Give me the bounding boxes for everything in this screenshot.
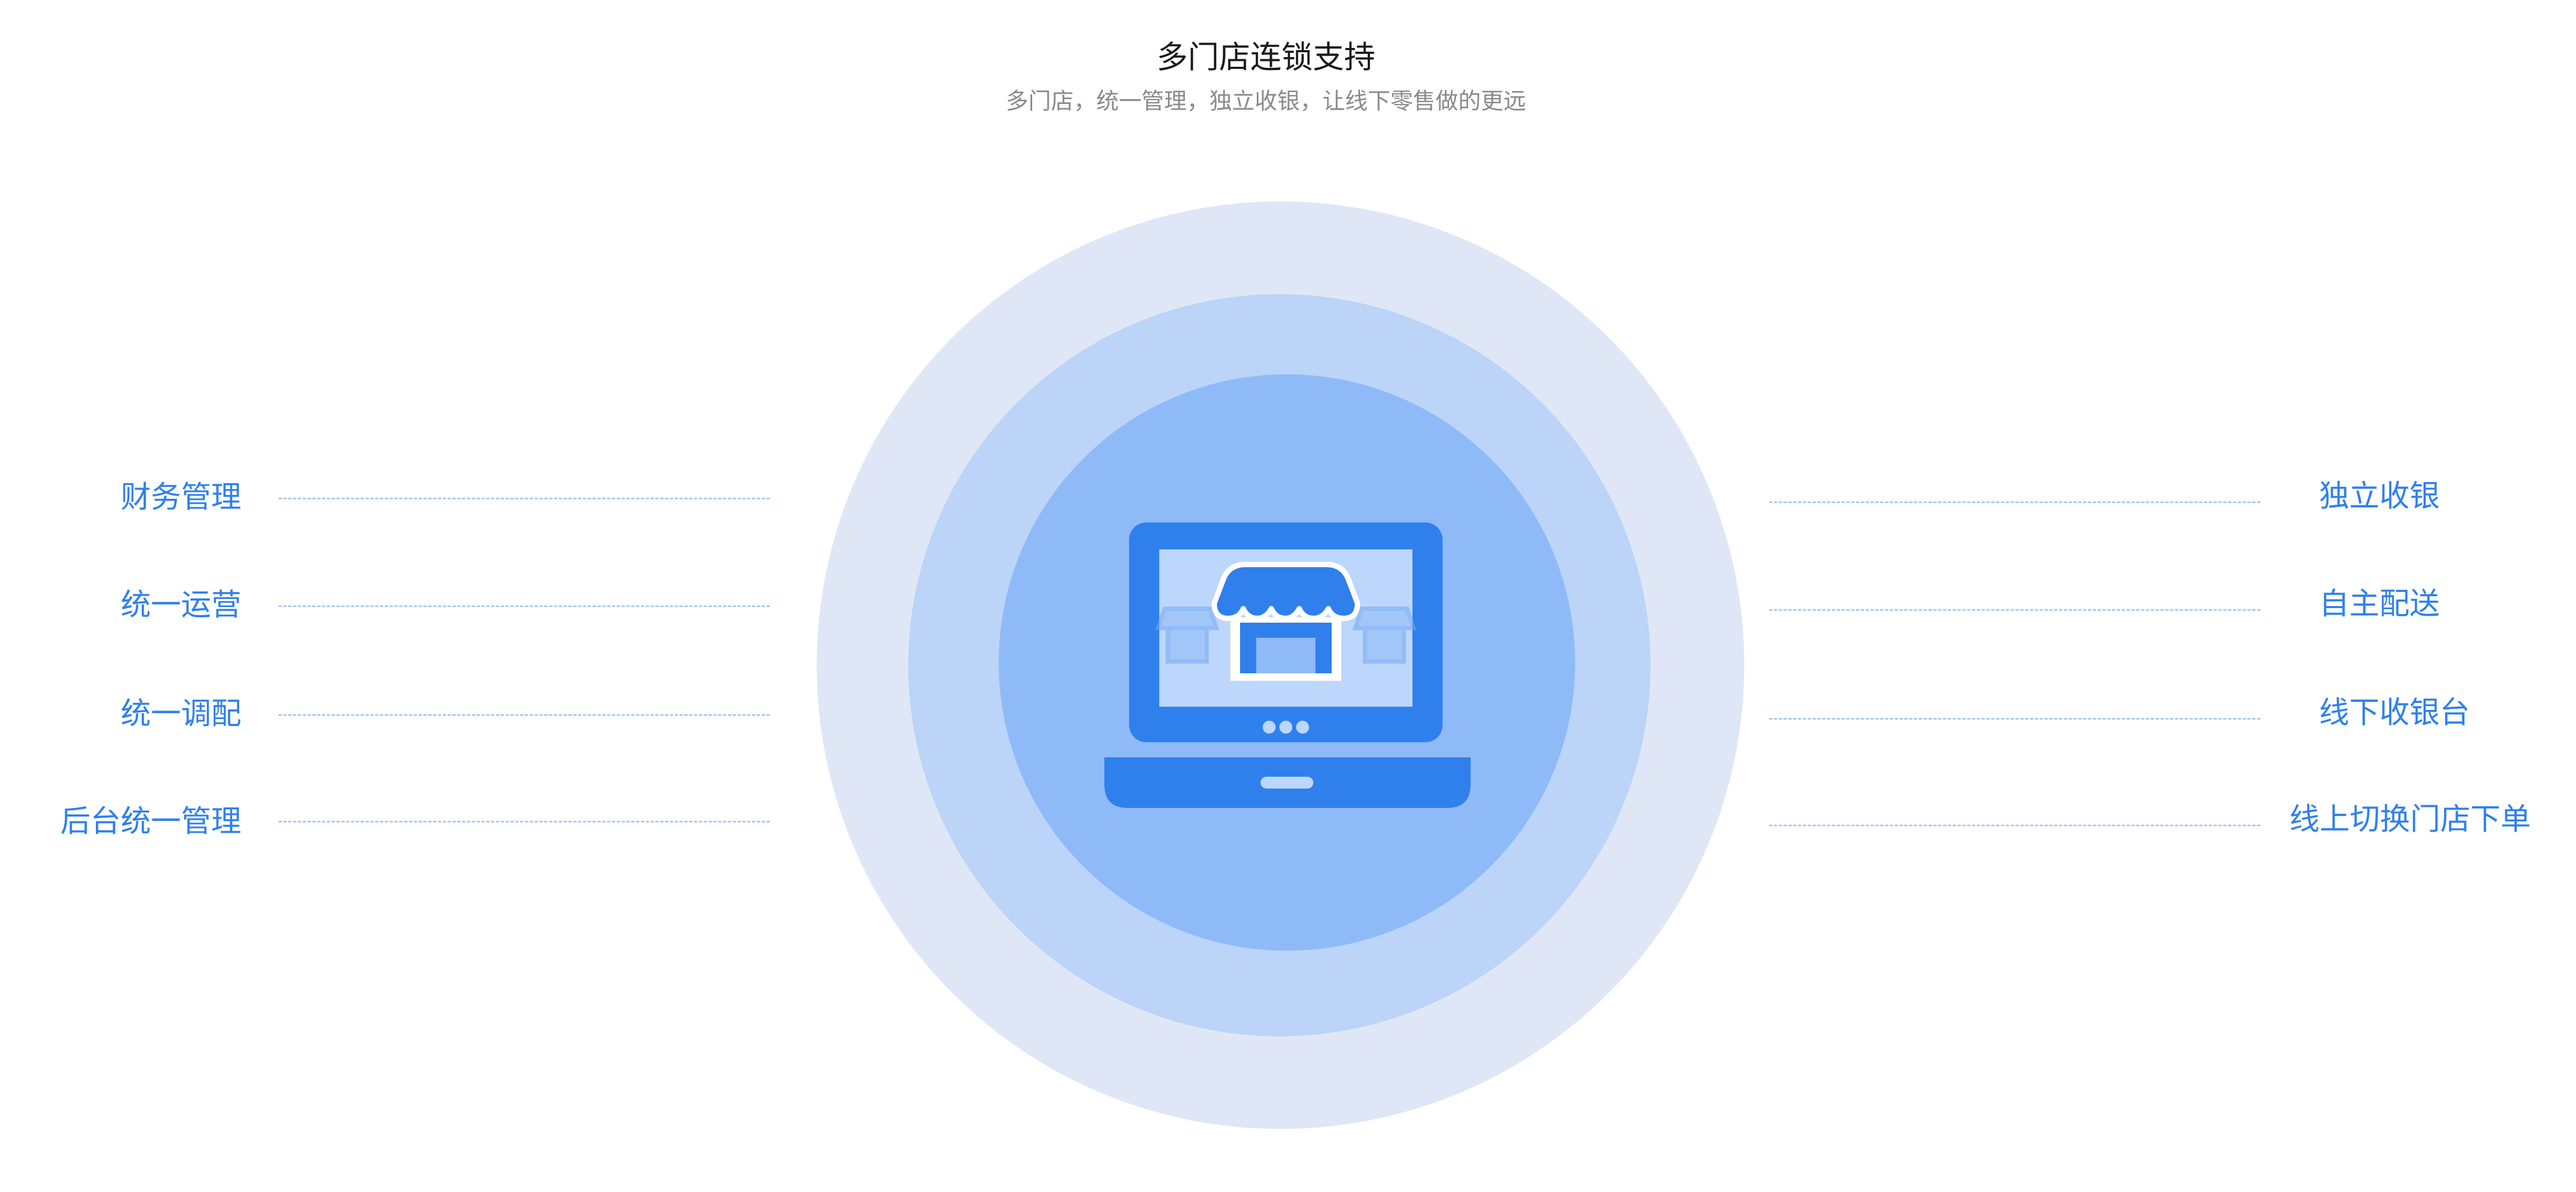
feature-backend-unified-management: 后台统一管理 [60, 804, 241, 839]
connector-line-right-3 [1769, 718, 2260, 720]
feature-online-switch-store-order: 线上切换门店下单 [2289, 802, 2531, 837]
connector-line-right-4 [1769, 825, 2260, 826]
feature-independent-checkout: 独立收银 [2319, 479, 2440, 514]
connector-line-left-3 [279, 714, 770, 716]
connector-line-right-2 [1769, 609, 2260, 611]
connector-line-left-1 [279, 498, 770, 499]
feature-self-delivery: 自主配送 [2319, 587, 2440, 622]
connector-line-right-1 [1769, 501, 2260, 503]
feature-unified-allocation: 统一调配 [121, 696, 241, 731]
feature-unified-operation: 统一运营 [121, 588, 241, 623]
laptop-store-icon [1104, 522, 1471, 808]
page-subtitle: 多门店，统一管理，独立收银，让线下零售做的更远 [1005, 88, 1526, 114]
feature-offline-checkout-counter: 线下收银台 [2319, 695, 2470, 730]
feature-finance-management: 财务管理 [121, 480, 241, 515]
connector-line-left-4 [279, 821, 770, 822]
connector-line-left-2 [279, 605, 770, 607]
page-title: 多门店连锁支持 [1156, 39, 1375, 75]
